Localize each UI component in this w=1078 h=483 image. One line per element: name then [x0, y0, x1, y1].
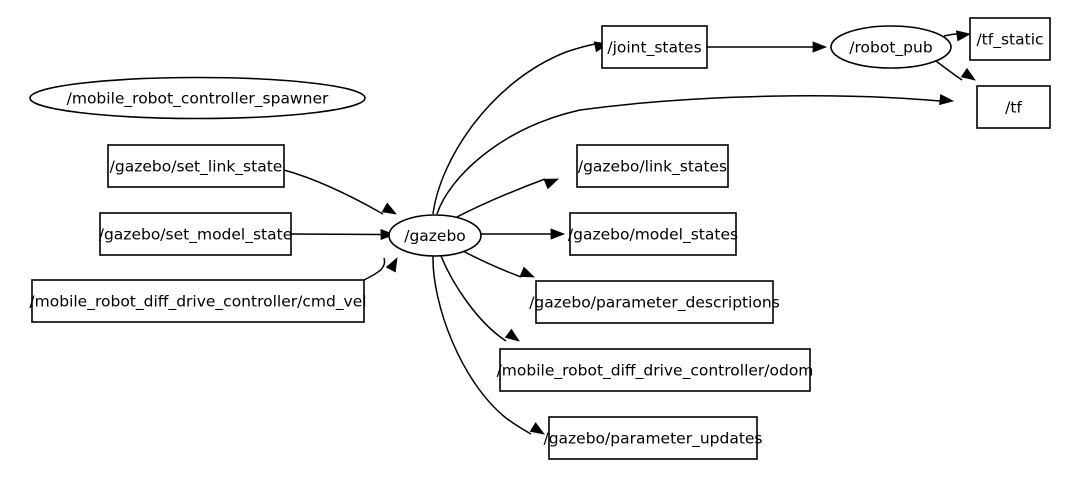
edge-line: [283, 169, 384, 215]
arrowhead-icon: [529, 422, 545, 435]
arrowhead-icon: [955, 30, 972, 42]
node-label: /mobile_robot_diff_drive_controller/cmd_…: [29, 293, 366, 312]
arrowhead-icon: [504, 328, 520, 342]
edge-line: [943, 33, 958, 37]
arrowhead-icon: [960, 67, 976, 81]
edge-gazebo-to-gazebo_link_states: [452, 178, 560, 220]
node-label: /gazebo/parameter_descriptions: [529, 294, 780, 313]
node-label: /gazebo/parameter_updates: [543, 430, 762, 449]
arrowhead-icon: [381, 202, 397, 215]
node-gazebo_parameter_descriptions[interactable]: /gazebo/parameter_descriptions: [529, 280, 780, 324]
arrowhead-icon: [380, 228, 396, 241]
node-gazebo_model_states[interactable]: /gazebo/model_states: [568, 212, 738, 256]
node-tf_static[interactable]: /tf_static: [969, 17, 1051, 61]
node-ellipse[interactable]: [388, 214, 482, 257]
edge-cmd_vel-to-gazebo: [363, 257, 398, 281]
node-label: /gazebo: [404, 227, 466, 245]
node-box[interactable]: [107, 144, 285, 188]
edge-gazebo-to-tf: [436, 94, 955, 215]
node-box[interactable]: [31, 279, 365, 323]
edge-gazebo-to-gazebo_parameter_descriptions: [462, 250, 536, 278]
node-label: /gazebo/set_model_state: [99, 226, 293, 245]
edge-line: [363, 257, 386, 281]
edge-line: [935, 60, 963, 81]
node-label: /tf_static: [976, 31, 1043, 50]
node-label: /gazebo/link_states: [578, 158, 727, 177]
node-label: /mobile_robot_controller_spawner: [67, 90, 329, 109]
node-label: /robot_pub: [849, 39, 932, 58]
node-robot_pub[interactable]: /robot_pub: [830, 25, 952, 69]
node-box[interactable]: [969, 17, 1051, 61]
node-box[interactable]: [548, 416, 758, 460]
node-label: /gazebo/model_states: [568, 226, 738, 245]
node-gazebo_parameter_updates[interactable]: /gazebo/parameter_updates: [543, 416, 763, 460]
edge-line: [432, 43, 596, 215]
edge-line: [432, 255, 532, 435]
node-label: /joint_states: [607, 39, 701, 58]
arrowhead-icon: [812, 41, 828, 53]
edge-line: [440, 255, 507, 342]
edge-gazebo-to-gazebo_parameter_updates: [432, 255, 545, 435]
node-gazebo_set_link_state[interactable]: /gazebo/set_link_state: [107, 144, 285, 188]
node-gazebo_set_model_state[interactable]: /gazebo/set_model_state: [99, 212, 293, 256]
node-odom[interactable]: /mobile_robot_diff_drive_controller/odom: [497, 348, 814, 392]
arrowhead-icon: [543, 178, 560, 190]
node-tf[interactable]: /tf: [976, 85, 1051, 129]
edge-joint_states-to-robot_pub: [707, 41, 828, 53]
node-box[interactable]: [569, 212, 737, 256]
node-label: /gazebo/set_link_state: [110, 158, 283, 177]
edge-gazebo-to-odom: [440, 255, 520, 342]
edge-gazebo-to-gazebo_model_states: [481, 228, 566, 240]
edges-layer: [283, 30, 976, 435]
node-gazebo[interactable]: /gazebo: [388, 214, 482, 257]
edge-line: [452, 178, 546, 220]
node-box[interactable]: [601, 25, 708, 69]
node-mobile_robot_controller_spawner[interactable]: /mobile_robot_controller_spawner: [29, 76, 366, 120]
node-joint_states[interactable]: /joint_states: [601, 25, 708, 69]
node-gazebo_link_states[interactable]: /gazebo/link_states: [576, 144, 729, 188]
arrowhead-icon: [519, 266, 536, 278]
arrowhead-icon: [385, 257, 398, 273]
node-cmd_vel[interactable]: /mobile_robot_diff_drive_controller/cmd_…: [29, 279, 367, 323]
node-box[interactable]: [535, 280, 774, 324]
edge-line: [462, 250, 522, 278]
edge-robot_pub-to-tf_static: [943, 30, 972, 42]
edge-line: [290, 233, 382, 236]
nodes-layer: /mobile_robot_controller_spawner/gazebo/…: [29, 17, 1051, 460]
arrowhead-icon: [939, 94, 955, 106]
edge-gazebo_set_link_state-to-gazebo: [283, 169, 397, 215]
node-box[interactable]: [576, 144, 729, 188]
arrowhead-icon: [550, 228, 566, 240]
node-box[interactable]: [976, 85, 1051, 129]
edge-robot_pub-to-tf: [935, 60, 976, 81]
node-box[interactable]: [499, 348, 811, 392]
node-box[interactable]: [99, 212, 292, 256]
node-ellipse[interactable]: [830, 25, 952, 69]
node-label: /tf: [1005, 99, 1022, 117]
node-label: /mobile_robot_diff_drive_controller/odom: [497, 362, 814, 381]
edge-line: [436, 95, 941, 215]
node-ellipse[interactable]: [29, 76, 366, 120]
edge-gazebo_set_model_state-to-gazebo: [290, 228, 396, 241]
